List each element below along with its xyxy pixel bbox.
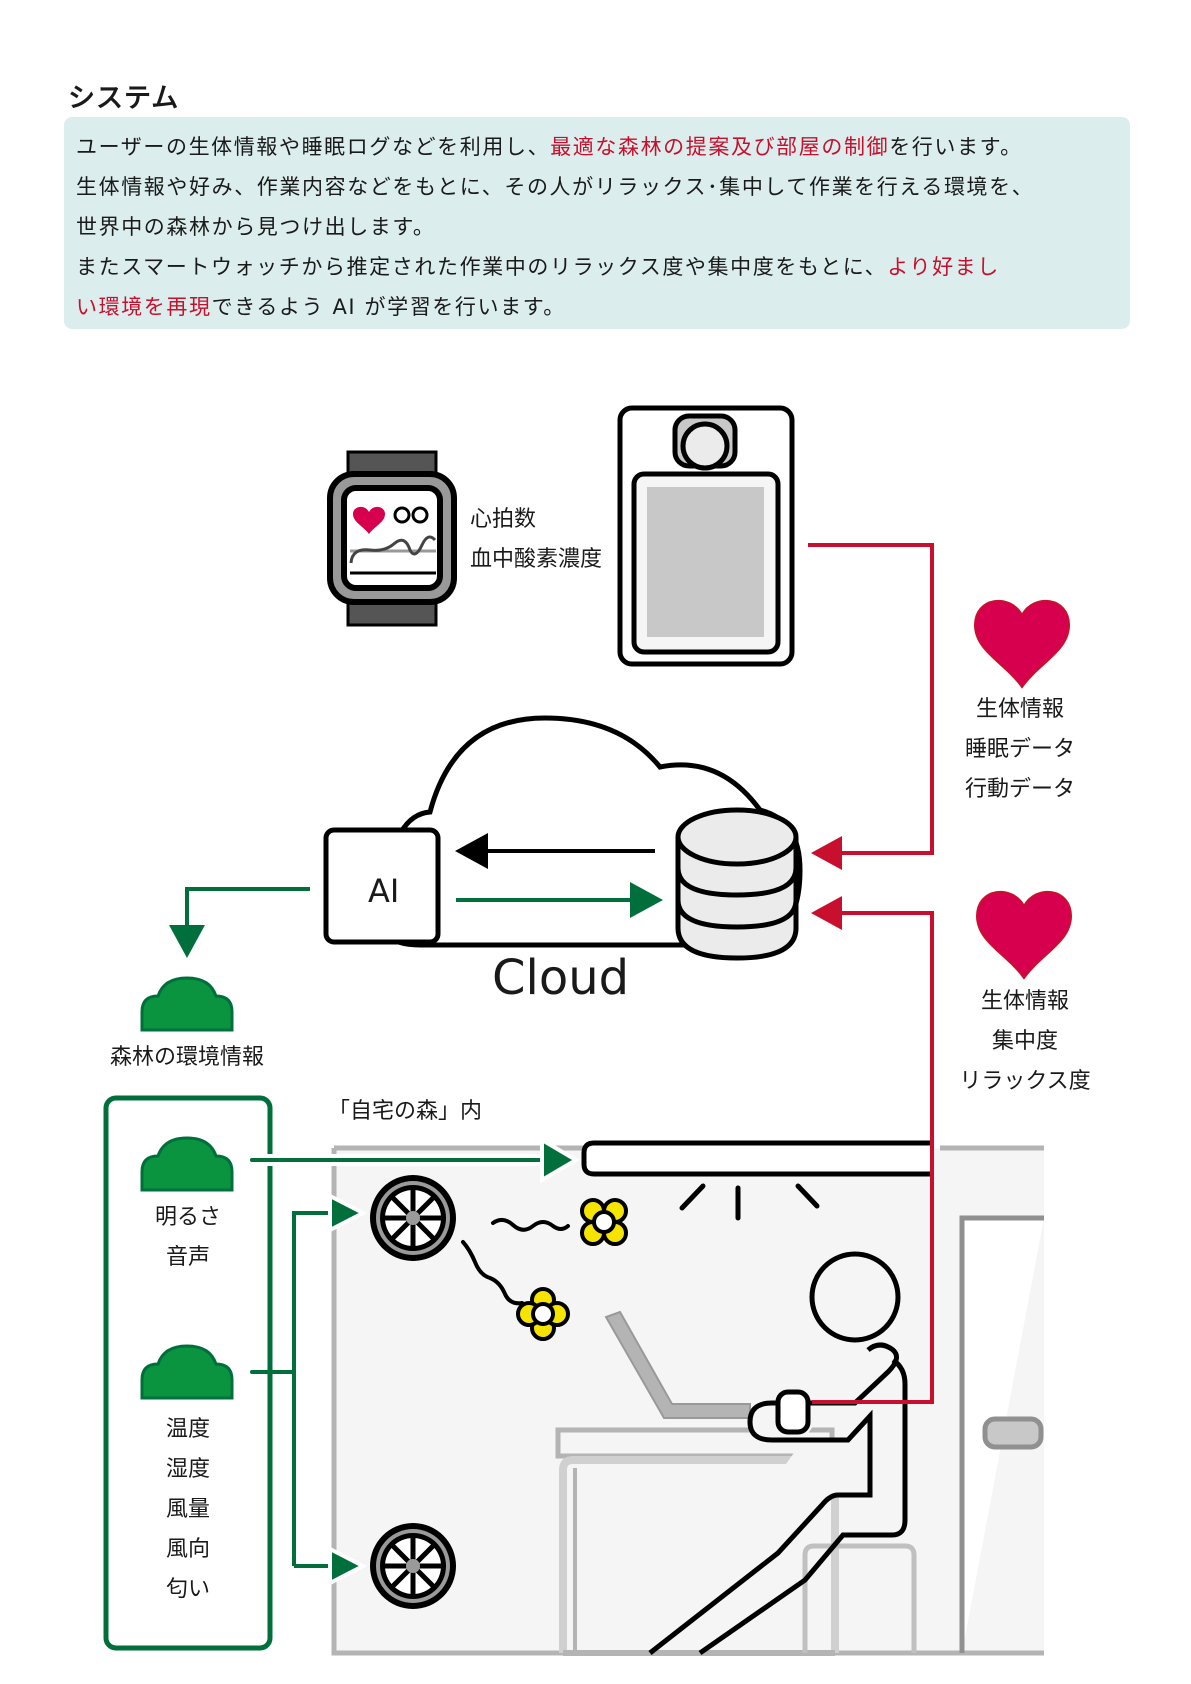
intro-text: ユーザーの生体情報や睡眠ログなどを利用し、 [76,135,551,159]
upper-heart-label-sleep: 睡眠データ [964,737,1075,762]
panel-label-scent: 匂い [165,1577,210,1602]
intro-line: 世界中の森林から見つけ出します。 [76,207,1120,247]
intro-text: できるよう AI が学習を行います。 [211,295,566,319]
fan-icon [370,1523,456,1609]
arrow-fan-control [250,1192,368,1587]
panel-label-humidity: 湿度 [165,1457,210,1482]
heart-icon [973,599,1071,689]
arrow-ai-to-db [456,882,663,918]
arrow-light-control [250,1136,580,1184]
lower-heart-label-bio: 生体情報 [980,989,1069,1014]
intro-highlight: 最適な森林の提案及び部屋の制御 [550,135,890,159]
person-at-desk-icon [648,1251,908,1656]
intro-line: 生体情報や好み、作業内容などをもとに、その人がリラックス･集中して作業を行える環… [76,167,1120,207]
watch-label-heart-rate: 心拍数 [470,507,537,532]
intro-text: 世界中の森林から見つけ出します。 [76,215,436,239]
intro-text: 生体情報や好み、作業内容などをもとに、その人がリラックス･集中して作業を行える環… [76,175,1035,199]
intro-box: ユーザーの生体情報や睡眠ログなどを利用し、最適な森林の提案及び部屋の制御を行いま… [64,117,1130,329]
forest-info-label: 森林の環境情報 [109,1045,264,1070]
intro-line: ユーザーの生体情報や睡眠ログなどを利用し、最適な森林の提案及び部屋の制御を行いま… [76,127,1120,167]
intro-highlight: より好まし [887,255,1000,279]
arrow-ai-to-forest [169,887,310,958]
intro-text: を行います。 [889,135,1023,159]
panel-label-temperature: 温度 [165,1417,210,1442]
ai-box [323,827,441,945]
panel-label-wind-direction: 風向 [165,1537,210,1562]
arrow-db-to-ai [455,833,655,869]
tree-icon [140,1136,234,1192]
scent-wave-icon [461,1218,570,1306]
heart-icon [975,890,1073,980]
tree-icon [140,976,234,1032]
lower-heart-label-focus: 集中度 [991,1029,1058,1054]
panel-label-brightness: 明るさ [154,1205,221,1230]
room-label: 「自宅の森」内 [328,1099,483,1124]
smartphone-icon [617,405,795,667]
upper-heart-label-behavior: 行動データ [964,777,1075,802]
watch-label-spo2: 血中酸素濃度 [470,547,603,572]
flower-icon [516,1287,570,1341]
lower-heart-label-relax: リラックス度 [959,1069,1091,1094]
panel-label-sound: 音声 [165,1245,210,1270]
laptop-icon [604,1310,751,1419]
intro-text: またスマートウォッチから推定された作業中のリラックス度や集中度をもとに、 [76,255,888,279]
arrow-watch-to-db [811,896,934,1404]
door [959,1215,1044,1653]
tree-icon [140,1344,234,1400]
intro-highlight: い環境を再現 [76,295,212,319]
smartwatch-icon [327,450,457,627]
intro-line: またスマートウォッチから推定された作業中のリラックス度や集中度をもとに、より好ま… [76,247,1120,287]
upper-heart-label-bio: 生体情報 [975,697,1064,722]
ceiling-light-icon [581,1140,930,1221]
arrow-phone-to-db [808,543,934,870]
database-icon [675,807,799,961]
flower-icon [580,1198,628,1246]
cloud-label: Cloud [492,950,630,1006]
page-title: システム [68,83,180,114]
intro-line: い環境を再現できるよう AI が学習を行います。 [76,287,1120,327]
fan-icon [370,1175,456,1261]
ai-label: AI [368,872,400,910]
panel-label-wind-volume: 風量 [165,1497,210,1522]
